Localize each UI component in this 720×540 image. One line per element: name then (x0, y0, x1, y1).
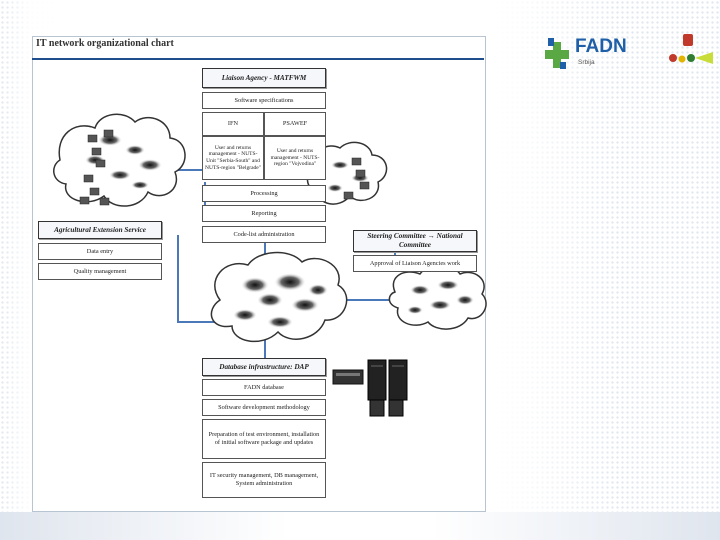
fadn-logo-graphic (545, 34, 713, 69)
cloud-left (53, 113, 186, 207)
preparation-box: Preparation of test environment, install… (202, 419, 326, 459)
fadn-database-box: FADN database (202, 379, 326, 396)
codelist-box: Code-list administration (202, 226, 326, 243)
psawef-box: PSAWEF (264, 112, 326, 136)
ifn-description-box: User and returns management - NUTS-Unit … (202, 136, 264, 180)
software-spec-box: Software specifications (202, 92, 326, 109)
chart-title: IT network organizational chart (36, 38, 174, 49)
steering-committee-header: Steering Committee → National Committee (353, 230, 477, 252)
extension-service-header: Agricultural Extension Service (38, 221, 162, 239)
database-infrastructure-header: Database infrastructure: DAP (202, 358, 326, 376)
psawef-description-box: User and returns management - NUTS-regio… (264, 136, 326, 180)
bottom-bar (0, 512, 720, 540)
data-entry-box: Data entry (38, 243, 162, 260)
liaison-agency-header: Liaison Agency - MATFWM (202, 68, 326, 88)
reporting-box: Reporting (202, 205, 326, 222)
fadn-logo-country: Srbija (578, 59, 595, 66)
quality-management-box: Quality management (38, 263, 162, 280)
approval-box: Approval of Liaison Agencies work (353, 255, 477, 272)
ifn-box: IFN (202, 112, 264, 136)
title-rule (32, 58, 484, 60)
methodology-box: Software development methodology (202, 399, 326, 416)
cloud-right-lower (388, 264, 487, 330)
processing-box: Processing (202, 185, 326, 202)
fadn-logo: FADN Srbija (545, 34, 715, 78)
cloud-center (210, 251, 348, 343)
server-rack-icon (332, 359, 408, 417)
fadn-logo-brand: FADN (575, 36, 627, 57)
cloud-right-upper (306, 141, 388, 205)
security-management-box: IT security management, DB management, S… (202, 462, 326, 498)
